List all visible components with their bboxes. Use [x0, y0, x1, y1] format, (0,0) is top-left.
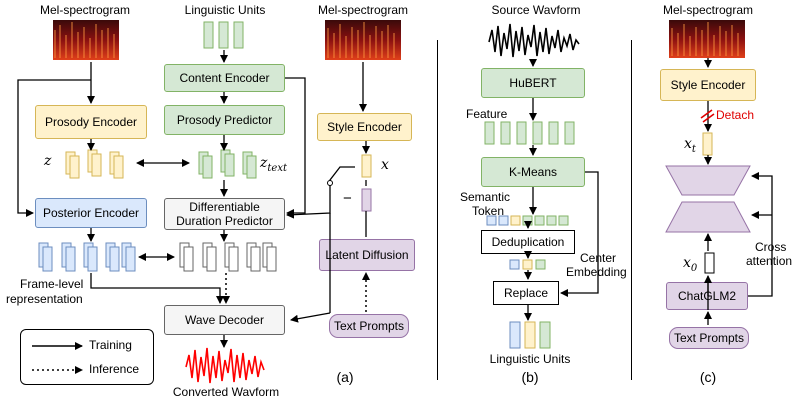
caption-a: (a) [336, 369, 354, 385]
replace-label: Replace [503, 285, 549, 300]
legend-inference-label: Inference [89, 362, 140, 376]
prosody-tokens-ztext [198, 149, 257, 179]
chatglm-box: ChatGLM2 [666, 282, 748, 310]
x-symbol: x [381, 157, 389, 173]
hubert-label: HuBERT [509, 75, 557, 90]
xt-token [702, 132, 713, 156]
prosody-encoder-label: Prosody Encoder [44, 114, 138, 129]
hubert-feature-tokens [484, 121, 575, 145]
inference-arrows-panel-a [222, 272, 370, 312]
converted-waveform-label: Converted Wavform [172, 385, 280, 399]
divider-left [437, 40, 438, 380]
prosody-predictor-box: Prosody Predictor [164, 105, 285, 135]
duration-predictor-box: Differentiable Duration Predictor [164, 198, 285, 230]
xt-symbol: xt [684, 136, 696, 155]
frame-level-line2: representation [6, 292, 83, 306]
center-embedding-line2: Embedding [566, 265, 627, 279]
xt-subscript: t [691, 143, 696, 155]
text-prompts-box-c: Text Prompts [669, 327, 749, 349]
unet-bottom-shape [665, 201, 751, 233]
caption-c: (c) [699, 369, 717, 385]
feature-label: Feature [466, 107, 508, 121]
wave-decoder-label: Wave Decoder [185, 312, 264, 327]
latent-diffusion-label: Latent Diffusion [325, 247, 409, 262]
converted-waveform-image [185, 347, 265, 384]
arrows-panel-c [704, 58, 773, 325]
kmeans-box: K-Means [481, 157, 585, 187]
source-waveform-image [488, 23, 580, 58]
deduplicated-tokens [509, 259, 546, 270]
minus-symbol: − [343, 190, 352, 207]
z-symbol: z [44, 153, 52, 169]
arrows-panel-a [17, 50, 370, 348]
linguistic-unit-output-tokens [509, 321, 551, 349]
z-text-subscript: text [267, 162, 287, 174]
prosody-tokens-z [65, 149, 124, 179]
duration-expanded-tokens [179, 242, 277, 272]
frame-level-tokens [38, 242, 136, 272]
linguistic-units-label: Linguistic Units [184, 3, 266, 17]
style-encoder-label: Style Encoder [327, 119, 402, 134]
style-encoder-label-c: Style Encoder [670, 77, 746, 92]
mel-spectrogram-label-c: Mel-spectrogram [662, 3, 754, 17]
x0-symbol: x0 [683, 255, 697, 274]
cross-attention-line1: Cross [755, 240, 787, 254]
semantic-token-line2: Token [472, 204, 505, 218]
content-encoder-label: Content Encoder [179, 70, 270, 85]
duration-predictor-line2: Duration Predictor [176, 214, 273, 228]
mel-spectrogram-label-right: Mel-spectrogram [317, 3, 409, 17]
legend-training-label: Training [89, 338, 132, 352]
xt-base: x [684, 136, 692, 152]
detach-mark [700, 109, 715, 123]
kmeans-label: K-Means [508, 164, 558, 179]
deduplication-box: Deduplication [481, 230, 575, 254]
x0-token [704, 252, 715, 274]
mel-spectrogram-label: Mel-spectrogram [39, 3, 131, 17]
x0-base: x [683, 255, 691, 271]
duration-predictor-line1: Differentiable [189, 199, 260, 214]
mel-spectrogram-image-a-left [53, 20, 119, 60]
mel-spectrogram-image-a-right [325, 20, 401, 60]
latent-diffusion-box: Latent Diffusion [319, 239, 415, 271]
semantic-token-line1: Semantic [460, 190, 511, 204]
linguistic-unit-tokens-a [203, 21, 244, 49]
mel-spectrogram-image-c [669, 20, 745, 58]
hubert-box: HuBERT [481, 68, 585, 98]
x0-subscript: 0 [690, 262, 698, 274]
prosody-predictor-label: Prosody Predictor [176, 112, 273, 127]
style-vector-token [361, 154, 372, 178]
z-text-symbol: ztext [260, 155, 287, 174]
unet-top-shape [665, 165, 751, 196]
posterior-encoder-box: Posterior Encoder [35, 198, 147, 228]
posterior-encoder-label: Posterior Encoder [42, 205, 140, 220]
style-encoder-box-c: Style Encoder [660, 69, 756, 101]
caption-b: (b) [521, 369, 539, 385]
diffusion-vector-token [361, 188, 372, 212]
style-encoder-box: Style Encoder [317, 113, 412, 141]
semantic-tokens [486, 215, 569, 226]
wave-decoder-box: Wave Decoder [164, 305, 285, 335]
chatglm-label: ChatGLM2 [677, 288, 737, 303]
arrows-panel-b [524, 59, 599, 321]
replace-box: Replace [493, 281, 559, 305]
switch-node [327, 180, 333, 186]
divider-right [631, 40, 632, 380]
source-waveform-label: Source Wavform [491, 3, 581, 17]
legend: Training Inference [20, 329, 154, 385]
linguistic-units-output-label: Linguistic Units [489, 352, 571, 366]
deduplication-label: Deduplication [491, 234, 565, 249]
text-prompts-label-a: Text Prompts [333, 318, 405, 333]
content-encoder-box: Content Encoder [164, 64, 285, 92]
frame-level-line1: Frame-level [20, 277, 84, 291]
z-text-base: z [260, 155, 268, 171]
prosody-encoder-box: Prosody Encoder [35, 105, 147, 139]
cross-attention-line2: attention [746, 254, 793, 268]
detach-label: Detach [716, 108, 755, 122]
text-prompts-label-c: Text Prompts [673, 330, 745, 345]
text-prompts-box-a: Text Prompts [329, 314, 409, 338]
